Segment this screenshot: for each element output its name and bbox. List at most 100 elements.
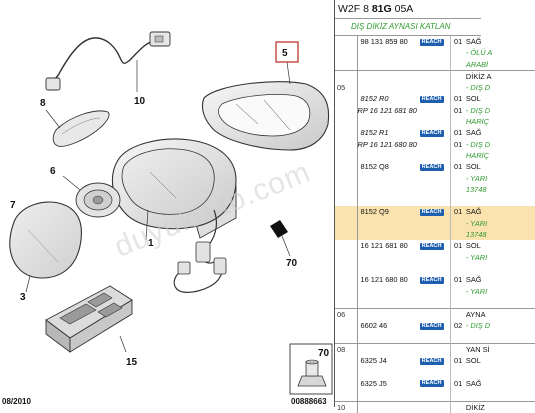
part-number[interactable]: 16 121 680 80	[360, 275, 408, 285]
reach-badge: REACH	[419, 276, 444, 284]
quantity	[450, 296, 465, 309]
table-row	[335, 331, 535, 344]
quantity	[450, 172, 465, 184]
part-number	[357, 343, 419, 356]
quantity	[450, 183, 465, 196]
callout-5-box[interactable]	[275, 41, 299, 63]
table-row: - YARI	[335, 285, 535, 297]
table-row: - YARI	[335, 172, 535, 184]
harness-connector-part[interactable]	[173, 209, 291, 293]
reach-cell: REACH	[419, 161, 451, 172]
motor-unit-part[interactable]	[62, 175, 121, 218]
wiring-cable-part[interactable]	[45, 31, 171, 92]
part-number[interactable]: 8152 Q9	[357, 206, 419, 218]
row-index	[335, 93, 358, 105]
part-description: HARİÇ	[465, 117, 489, 127]
reach-badge: REACH	[419, 129, 444, 137]
row-index	[335, 274, 358, 286]
callout-1: 1	[148, 238, 154, 249]
reach-badge: REACH	[419, 322, 444, 330]
row-index: 05	[335, 82, 358, 94]
reach-cell	[419, 389, 451, 401]
mirror-glass-part[interactable]	[9, 201, 82, 293]
row-index	[335, 127, 358, 139]
table-row	[335, 366, 535, 378]
part-number[interactable]: RP 16 121 681 80	[357, 105, 417, 115]
row-index	[335, 47, 358, 59]
part-number[interactable]: 16 121 681 80	[360, 241, 408, 251]
part-number[interactable]: 6602 46	[360, 321, 388, 331]
row-index: 08	[335, 343, 358, 356]
part-number[interactable]: 6325 J4	[360, 356, 387, 366]
reach-cell	[418, 308, 451, 321]
table-row: 13748	[335, 183, 535, 196]
quantity	[450, 149, 465, 162]
part-number	[357, 308, 419, 321]
section-title: DIŞ DİKİZ AYNASI KATLAN	[335, 19, 481, 36]
row-index	[335, 116, 358, 128]
reach-cell	[418, 69, 451, 83]
reach-cell	[419, 252, 451, 263]
part-number[interactable]: 6325 J5	[360, 378, 387, 388]
part-description: 13748	[464, 229, 535, 241]
reach-cell: REACH	[418, 206, 451, 218]
reach-cell	[419, 297, 451, 309]
group-code-prefix: W2F 8	[338, 3, 369, 15]
footer-code: 00888663	[291, 397, 327, 406]
quantity: 02	[450, 320, 465, 332]
parts-diagram: 5 8 10 6 7 1 3 70 15 70 duyuko to.com 08…	[2, 31, 333, 406]
reach-cell	[419, 82, 451, 93]
reach-cell	[419, 47, 451, 58]
turn-signal-part[interactable]	[45, 109, 110, 147]
table-row: 05- DIŞ D	[335, 82, 535, 94]
quantity: 01	[450, 274, 465, 286]
part-number[interactable]: 98 131 859 80	[360, 37, 408, 46]
window-switch-panel-part[interactable]	[45, 285, 133, 353]
quantity	[450, 69, 465, 83]
row-index: 10	[335, 400, 358, 413]
part-number[interactable]: 8152 R1	[360, 128, 389, 138]
row-index	[335, 366, 358, 378]
part-description: AYNA	[464, 308, 535, 321]
part-number[interactable]: 8152 Q8	[360, 162, 389, 172]
part-number	[357, 400, 419, 413]
mirror-assembly-part[interactable]	[111, 138, 237, 241]
reach-cell	[419, 367, 451, 378]
reach-cell	[419, 286, 451, 297]
part-number[interactable]: RP 16 121 680 80	[357, 139, 417, 149]
quantity	[450, 217, 465, 230]
part-description: DİKİZ	[464, 400, 535, 413]
row-index	[335, 355, 358, 367]
quantity	[450, 331, 465, 344]
part-description: ARABİ	[465, 59, 489, 69]
mirror-housing-part[interactable]	[201, 61, 330, 151]
table-row: - ÖLÜ A	[335, 47, 535, 59]
quantity	[450, 366, 465, 378]
reach-cell	[419, 184, 451, 195]
reach-cell	[418, 217, 451, 230]
row-index	[335, 262, 358, 275]
quantity	[450, 285, 465, 297]
row-index	[335, 36, 358, 48]
part-description: - YARI	[465, 173, 488, 183]
reach-cell	[419, 173, 451, 184]
quantity: 01	[450, 36, 465, 48]
quantity: 01	[450, 161, 465, 173]
table-row: 13748	[335, 229, 535, 241]
clip-nut-inset[interactable]	[289, 343, 333, 395]
part-number[interactable]: 8152 R0	[360, 94, 389, 104]
